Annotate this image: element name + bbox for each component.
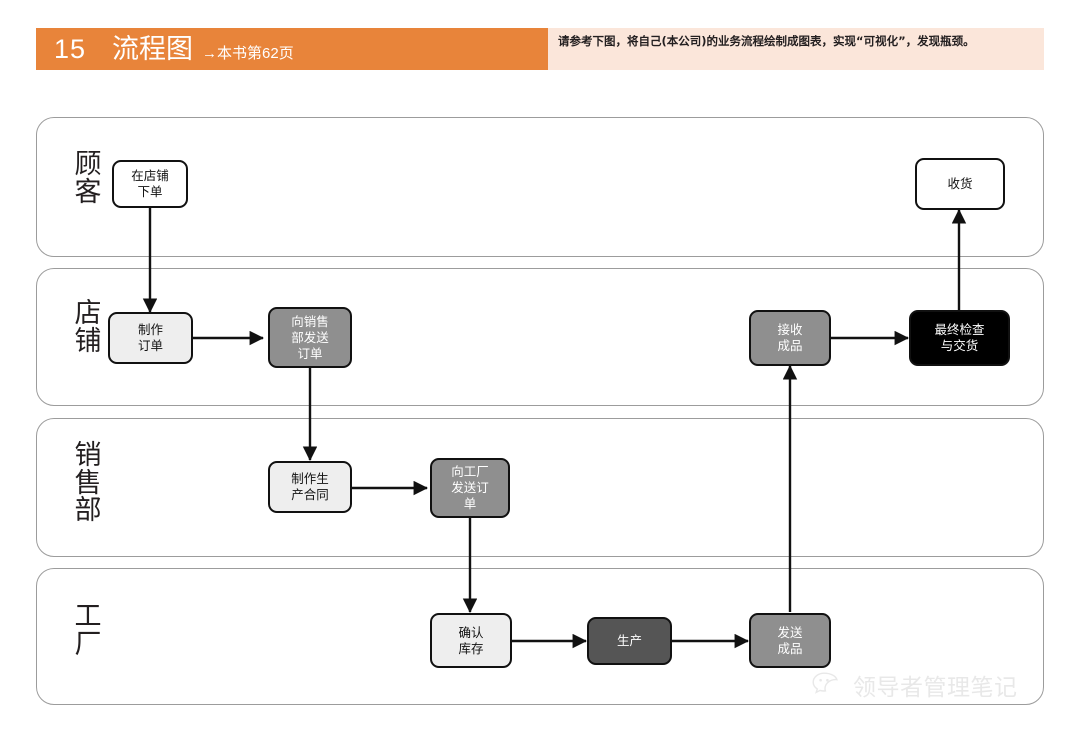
swimlane-label-customer: 顾 客 (74, 149, 102, 208)
header-description-text: 请参考下图，将自己(本公司)的业务流程绘制成图表，实现“可视化”，发现瓶颈。 (558, 34, 975, 48)
watermark-text: 领导者管理笔记 (853, 675, 1018, 701)
node-place-order-at-store[interactable]: 在店铺 下单 (112, 160, 188, 208)
header-band: 15 流程图 →本书第62页 请参考下图，将自己(本公司)的业务流程绘制成图表，… (36, 28, 1044, 70)
header-description-block: 请参考下图，将自己(本公司)的业务流程绘制成图表，实现“可视化”，发现瓶颈。 (548, 28, 1044, 70)
node-ship-finished-goods[interactable]: 发送 成品 (749, 613, 831, 668)
node-final-check-and-delivery[interactable]: 最终检查 与交货 (909, 310, 1010, 366)
node-confirm-inventory[interactable]: 确认 库存 (430, 613, 512, 668)
node-receive-goods-customer[interactable]: 收货 (915, 158, 1005, 210)
swimlane-customer: 顾 客 (36, 117, 1044, 257)
watermark: 领导者管理笔记 (812, 668, 1018, 702)
swimlane-factory: 工 厂 (36, 568, 1044, 705)
swimlane-label-factory: 工 厂 (74, 601, 102, 660)
header-page-reference: →本书第62页 (202, 44, 294, 62)
header-title-block: 15 流程图 →本书第62页 (36, 28, 548, 70)
node-create-order[interactable]: 制作 订单 (108, 312, 193, 364)
header-number: 15 (54, 33, 87, 64)
node-create-production-contract[interactable]: 制作生 产合同 (268, 461, 352, 513)
node-send-order-to-factory[interactable]: 向工厂 发送订 单 (430, 458, 510, 518)
node-receive-finished-goods[interactable]: 接收 成品 (749, 310, 831, 366)
node-send-order-to-sales[interactable]: 向销售 部发送 订单 (268, 307, 352, 368)
swimlane-label-store: 店 铺 (74, 298, 102, 357)
swimlane-sales-department: 销 售 部 (36, 418, 1044, 557)
swimlane-label-sales-department: 销 售 部 (74, 440, 102, 527)
page-title: 流程图 (112, 33, 194, 64)
node-production[interactable]: 生产 (587, 617, 672, 665)
wechat-icon (812, 672, 838, 694)
